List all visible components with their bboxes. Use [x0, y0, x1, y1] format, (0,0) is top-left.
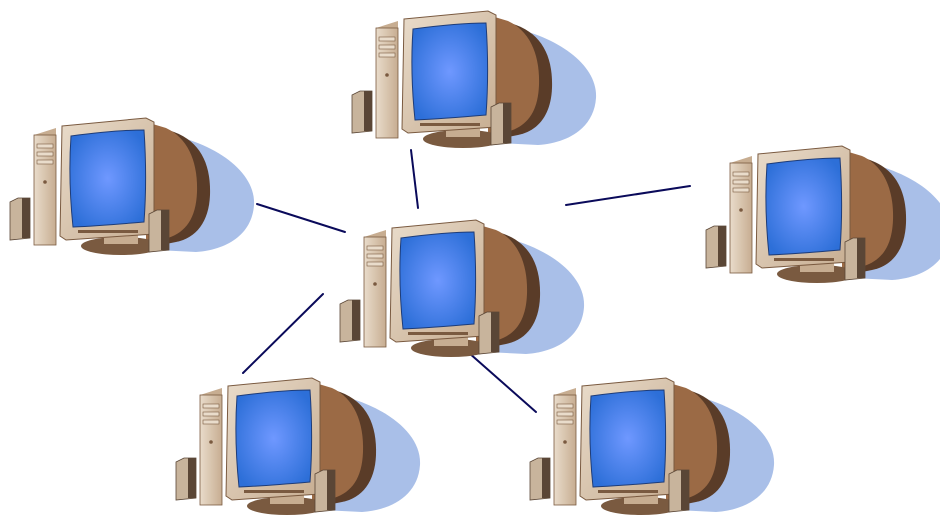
- link-center-left: [257, 204, 345, 232]
- tower-case: [730, 163, 752, 273]
- drive-bay: [733, 172, 749, 176]
- power-button: [385, 73, 389, 77]
- tower-case: [376, 28, 398, 138]
- tower-case: [554, 395, 576, 505]
- monitor-screen: [70, 130, 146, 227]
- computer-node-right: [706, 146, 940, 283]
- monitor-screen: [400, 232, 476, 329]
- drive-bay: [367, 254, 383, 258]
- computer-node-top: [352, 11, 596, 148]
- speaker-left-side: [188, 458, 196, 498]
- tower-case: [34, 135, 56, 245]
- tower-case: [364, 237, 386, 347]
- speaker-left-side: [718, 226, 726, 266]
- drive-bay: [37, 160, 53, 164]
- speaker-right-side: [327, 470, 335, 510]
- drive-bay: [37, 144, 53, 148]
- speaker-left-side: [542, 458, 550, 498]
- computer-node-center: [340, 220, 584, 357]
- drive-bay: [203, 420, 219, 424]
- monitor-screen: [766, 158, 842, 255]
- monitor-screen: [412, 23, 488, 120]
- drive-bay: [557, 420, 573, 424]
- power-button: [209, 440, 213, 444]
- monitor-screen: [236, 390, 312, 487]
- speaker-left-side: [22, 198, 30, 238]
- drive-bay: [733, 180, 749, 184]
- drive-bay: [379, 53, 395, 57]
- drive-bay: [367, 246, 383, 250]
- monitor-controls: [420, 123, 480, 126]
- link-center-top: [411, 150, 418, 208]
- power-button: [563, 440, 567, 444]
- drive-bay: [37, 152, 53, 156]
- speaker-right-side: [857, 238, 865, 278]
- power-button: [43, 180, 47, 184]
- computer-node-bottom-right: [530, 378, 774, 515]
- monitor-screen: [590, 390, 666, 487]
- drive-bay: [557, 412, 573, 416]
- monitor-controls: [78, 230, 138, 233]
- drive-bay: [733, 188, 749, 192]
- speaker-right-side: [491, 312, 499, 352]
- power-button: [739, 208, 743, 212]
- computer-node-bottom-left: [176, 378, 420, 515]
- speaker-right-side: [161, 210, 169, 250]
- speaker-right-side: [681, 470, 689, 510]
- link-center-bottom-left: [243, 294, 323, 373]
- drive-bay: [557, 404, 573, 408]
- power-button: [373, 282, 377, 286]
- monitor-controls: [598, 490, 658, 493]
- link-center-right: [566, 186, 690, 205]
- drive-bay: [203, 404, 219, 408]
- computer-node-left: [10, 118, 254, 255]
- drive-bay: [203, 412, 219, 416]
- monitor-controls: [408, 332, 468, 335]
- nodes-layer: [10, 11, 940, 515]
- tower-case: [200, 395, 222, 505]
- speaker-left-side: [364, 91, 372, 131]
- drive-bay: [379, 37, 395, 41]
- drive-bay: [379, 45, 395, 49]
- monitor-controls: [244, 490, 304, 493]
- monitor-controls: [774, 258, 834, 261]
- speaker-left-side: [352, 300, 360, 340]
- speaker-right-side: [503, 103, 511, 143]
- drive-bay: [367, 262, 383, 266]
